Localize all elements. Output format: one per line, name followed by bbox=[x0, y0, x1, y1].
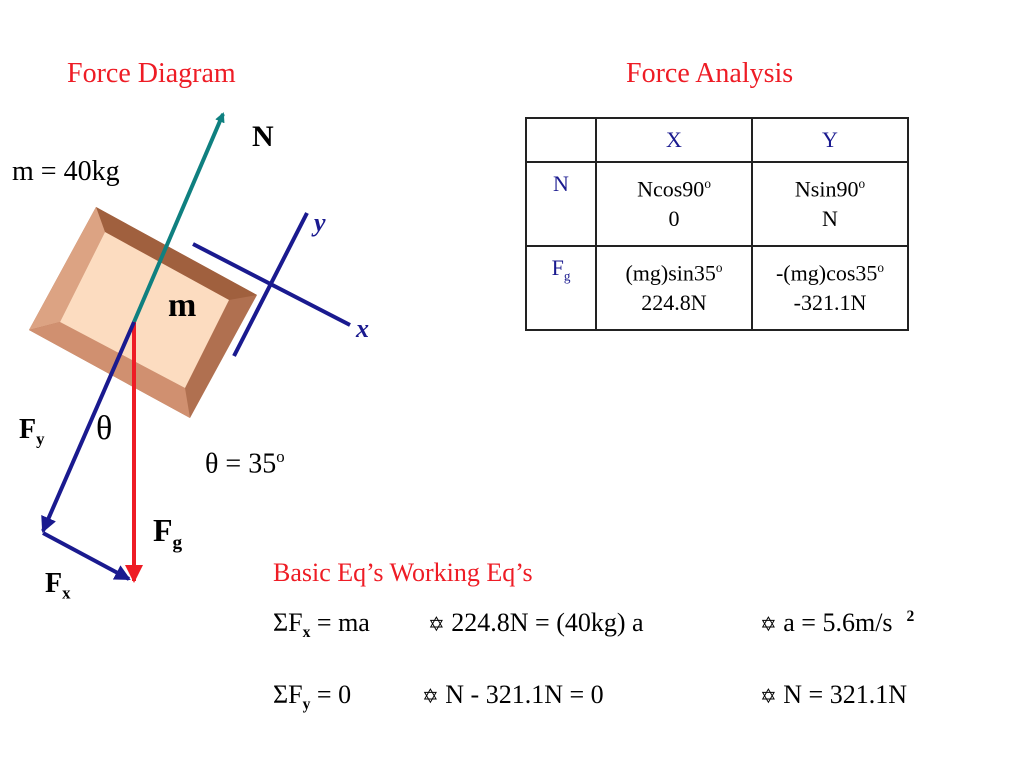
normal-force-arrow bbox=[132, 112, 225, 323]
eq1-working: 224.8N = (40kg) a bbox=[451, 608, 644, 637]
eq2-result: N = 321.1N bbox=[783, 680, 907, 709]
fx-label-f: F bbox=[45, 568, 63, 599]
eq1-result: a = 5.6m/s bbox=[783, 608, 893, 637]
header-y: Y bbox=[751, 117, 909, 163]
angle-value-label: θ = 35o bbox=[205, 447, 285, 480]
fx-component-arrow bbox=[42, 531, 131, 581]
cell-fg-x-value: 224.8N bbox=[641, 290, 707, 316]
fg-label: Fg bbox=[153, 512, 182, 554]
fy-component-arrow bbox=[41, 321, 136, 533]
cell-fg-y-sup: o bbox=[877, 260, 884, 275]
block-mass-label: m bbox=[168, 287, 197, 324]
equations-heading: Basic Eq’s Working Eq’s bbox=[273, 558, 533, 587]
cell-n-x: Ncos90o 0 bbox=[595, 161, 753, 247]
theta-symbol: θ bbox=[96, 410, 113, 447]
table-header-row: X Y bbox=[525, 117, 909, 163]
x-axis-label: x bbox=[356, 314, 369, 343]
equation-row-x: ΣFx = ma bbox=[273, 608, 370, 642]
cell-n-x-value: 0 bbox=[668, 206, 680, 232]
angle-text: θ = 35 bbox=[205, 448, 277, 480]
eq1-lhs-sub: x bbox=[302, 624, 311, 642]
row-label-n: N bbox=[525, 161, 597, 247]
star-icon: ✡ bbox=[760, 686, 777, 708]
fx-label-sub: x bbox=[62, 583, 71, 603]
diagram-title: Force Diagram bbox=[67, 58, 236, 89]
force-analysis-table: X Y N Ncos90o 0 Nsin90o N Fg (mg)sin35o … bbox=[525, 117, 909, 331]
analysis-title: Force Analysis bbox=[626, 58, 794, 89]
fx-label: Fx bbox=[45, 568, 71, 604]
x-axis-line bbox=[192, 242, 351, 327]
angle-degree: o bbox=[276, 447, 285, 466]
cell-fg-y: -(mg)cos35o -321.1N bbox=[751, 245, 909, 331]
cell-n-x-expr: Ncos90 bbox=[637, 176, 705, 202]
star-icon: ✡ bbox=[422, 686, 439, 708]
eq1-lhs-f: F bbox=[288, 608, 303, 637]
cell-fg-y-value: -321.1N bbox=[793, 290, 867, 316]
equation-working-x: ✡ 224.8N = (40kg) a bbox=[428, 608, 644, 638]
fy-label-f: F bbox=[19, 414, 37, 445]
cell-n-y-sup: o bbox=[858, 176, 866, 191]
eq2-lhs-rest: = 0 bbox=[310, 680, 352, 709]
equation-row-y: ΣFy = 0 bbox=[273, 680, 351, 714]
equation-result-y: ✡ N = 321.1N bbox=[760, 680, 907, 710]
cell-fg-x-sup: o bbox=[715, 260, 723, 275]
eq2-lhs-f: F bbox=[288, 680, 303, 709]
sigma-symbol: Σ bbox=[273, 680, 289, 709]
mass-value-label: m = 40kg bbox=[12, 156, 120, 187]
row-label-fg-sub: g bbox=[563, 268, 571, 284]
row-label-fg-f: F bbox=[551, 255, 564, 280]
equation-result-x: ✡ a = 5.6m/s 2 bbox=[760, 608, 914, 638]
cell-fg-x-expr: (mg)sin35 bbox=[625, 260, 716, 286]
star-icon: ✡ bbox=[428, 614, 445, 636]
cell-fg-x: (mg)sin35o 224.8N bbox=[595, 245, 753, 331]
cell-n-x-sup: o bbox=[704, 176, 711, 191]
cell-n-y-expr: Nsin90 bbox=[794, 176, 859, 202]
y-axis-label: y bbox=[314, 208, 326, 237]
fg-label-f: F bbox=[153, 512, 173, 548]
row-label-fg: Fg bbox=[525, 245, 597, 331]
table-row-gravity: Fg (mg)sin35o 224.8N -(mg)cos35o -321.1N bbox=[525, 245, 909, 331]
normal-force-label: N bbox=[252, 120, 274, 153]
fg-label-sub: g bbox=[172, 532, 183, 554]
star-icon: ✡ bbox=[760, 614, 777, 636]
eq2-lhs-sub: y bbox=[302, 696, 311, 714]
table-corner-cell bbox=[525, 117, 597, 163]
table-row-normal: N Ncos90o 0 Nsin90o N bbox=[525, 161, 909, 247]
sigma-symbol: Σ bbox=[273, 608, 289, 637]
cell-n-y: Nsin90o N bbox=[751, 161, 909, 247]
cell-n-y-value: N bbox=[822, 206, 838, 232]
eq1-lhs-rest: = ma bbox=[310, 608, 370, 637]
header-x: X bbox=[595, 117, 753, 163]
fy-label: Fy bbox=[19, 414, 45, 450]
fy-label-sub: y bbox=[36, 429, 45, 449]
mass-block bbox=[29, 207, 257, 418]
eq2-working: N - 321.1N = 0 bbox=[445, 680, 604, 709]
eq1-result-sup: 2 bbox=[906, 608, 915, 626]
cell-fg-y-expr: -(mg)cos35 bbox=[775, 260, 878, 286]
equation-working-y: ✡ N - 321.1N = 0 bbox=[422, 680, 604, 710]
